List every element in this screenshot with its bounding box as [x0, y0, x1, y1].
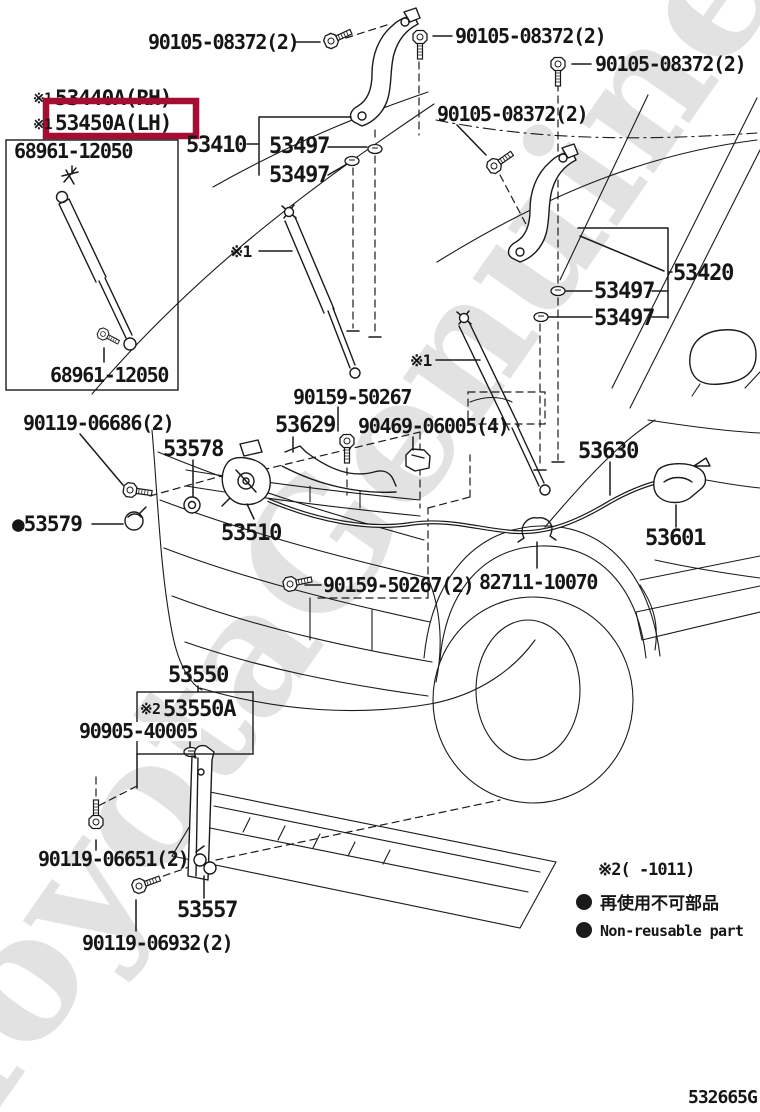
label-screw-front: 90159-50267: [293, 385, 411, 409]
highlight-box: [42, 97, 200, 140]
label-bolt-c: 90105-08372(2): [595, 52, 745, 76]
label-strut-lower: 68961-12050: [50, 363, 168, 387]
label-hood-lh: 53450A(LH): [55, 111, 171, 135]
sheet-code: 532665G: [688, 1087, 757, 1108]
label-bolt-a: 90105-08372(2): [148, 30, 298, 54]
grommet-drawing: [367, 143, 383, 155]
label-lock-support: 53629: [275, 413, 335, 438]
legend: ※2( -1011) 再使用不可部品 Non-reusable part: [576, 860, 744, 940]
label-grommet-screw: 90905-40005: [79, 719, 197, 743]
bolt-drawing: [321, 24, 355, 51]
label-note1-left: ※1: [230, 242, 252, 261]
assembly-tick-marks: [346, 330, 565, 471]
bolt-drawing: [412, 29, 428, 60]
legend-non-reusable-en: Non-reusable part: [600, 922, 743, 940]
label-bolt-support-2: 90119-06932(2): [82, 931, 232, 955]
label-bolt-support-1: 90119-06651(2): [38, 847, 188, 871]
release-cable-drawing: [267, 480, 659, 535]
label-hood-lh-prefix: ※1: [33, 117, 52, 133]
grommet-drawing: [533, 311, 549, 323]
label-backing: [77, 722, 201, 741]
legend-note2: ※2( -1011): [598, 860, 694, 880]
part-drawings: [55, 7, 711, 896]
hood-strut-boxed-drawing: [55, 167, 137, 351]
hood-strut-lh-drawing: [281, 204, 361, 379]
label-support-sub: 53550A: [163, 697, 236, 722]
label-bolt-d: 90105-08372(2): [437, 102, 587, 126]
label-bolt-b: 90105-08372(2): [455, 24, 605, 48]
label-release-handle: 53601: [645, 526, 706, 551]
label-hinge-rh-grommet-2: 53497: [594, 306, 654, 331]
label-cable-clip: 90469-06005(4): [358, 414, 508, 438]
label-stay-clamp: 53557: [177, 898, 237, 923]
label-support-sub-prefix: ※2: [140, 700, 160, 718]
label-hinge-lh: 53410: [186, 133, 246, 158]
bolt-drawing: [121, 481, 154, 501]
non-reusable-bullet-icon: [576, 922, 592, 938]
non-reusable-bullet-icon: [576, 894, 592, 910]
label-cable-clamp: 82711-10070: [479, 570, 597, 594]
legend-non-reusable-jp: 再使用不可部品: [600, 893, 719, 914]
bolt-drawing: [95, 326, 122, 348]
hood-strut-rh-drawing: [456, 310, 551, 496]
label-lock-assy: 53510: [221, 521, 281, 546]
hood-lock-drawing: [221, 439, 271, 507]
label-hinge-rh: 53420: [673, 261, 733, 286]
label-strut-upper: 68961-12050: [14, 139, 132, 163]
label-screw-front-2: 90159-50267(2): [323, 573, 473, 597]
label-bolt-lock: 90119-06686(2): [23, 411, 173, 435]
label-release-cable: 53630: [578, 439, 638, 464]
label-hinge-lh-grommet-2: 53497: [269, 163, 329, 188]
part-number-labels: 90105-08372(2) 90105-08372(2) 90105-0837…: [5, 24, 747, 955]
label-hinge-rh-grommet-1: 53497: [594, 279, 654, 304]
leader-lines: [71, 35, 677, 932]
strut-inset-box: [5, 139, 179, 391]
cable-clip-drawing: [405, 448, 431, 472]
radiator-grommet-drawing: [183, 496, 201, 514]
label-note1-right: ※1: [410, 351, 432, 370]
label-hinge-lh-grommet-1: 53497: [269, 134, 329, 159]
lock-support-drawing: [281, 445, 397, 493]
hood-hinge-lh-drawing: [349, 15, 419, 127]
grommet-drawing: [550, 285, 566, 297]
stay-clamp-drawing: [193, 845, 217, 875]
cable-clamp-drawing: [517, 517, 557, 543]
label-support-assy: 53550: [168, 663, 228, 688]
label-plug: ●53579: [12, 512, 82, 536]
release-handle-drawing: [653, 457, 711, 504]
label-radiator-grommet: 53578: [163, 437, 223, 462]
plug-drawing: [124, 506, 147, 531]
